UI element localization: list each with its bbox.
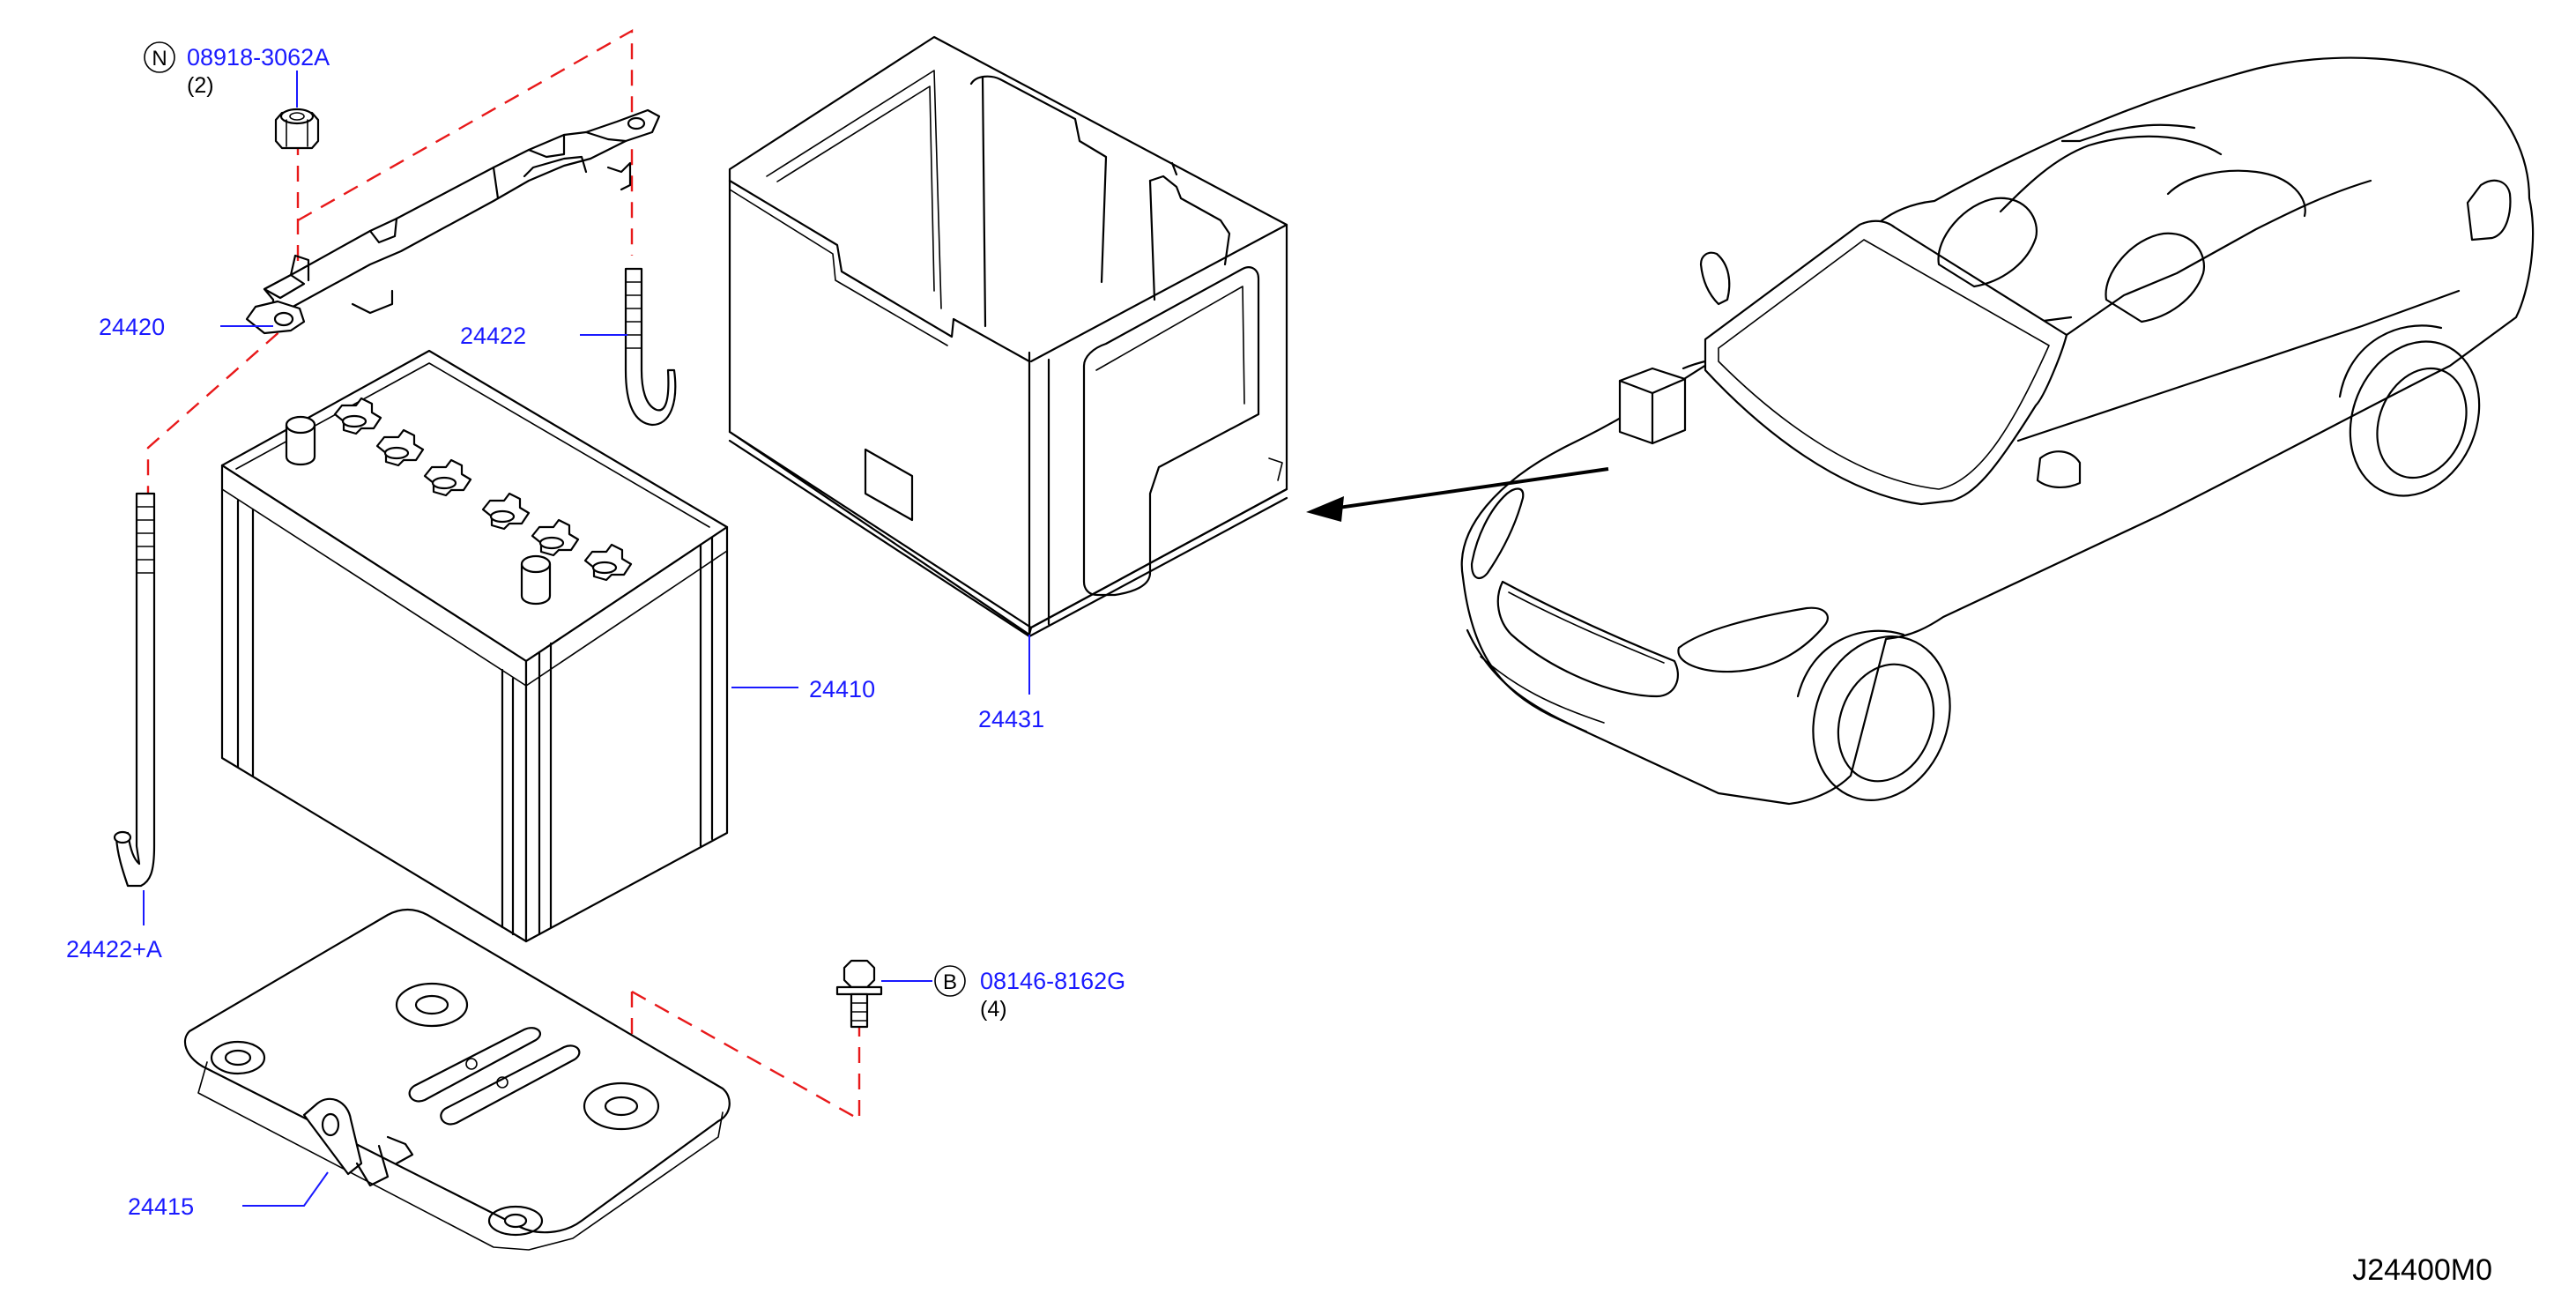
battery-frame-drawing <box>245 108 661 335</box>
rod-left-drawing <box>113 492 156 888</box>
rod-right-part-number[interactable]: 24422 <box>460 323 526 349</box>
nut-prefix-circle <box>144 41 175 73</box>
location-arrow <box>1306 467 1609 522</box>
nut-drawing <box>274 108 320 150</box>
bolt-drawing <box>835 959 883 1029</box>
cover-part-number[interactable]: 24431 <box>978 706 1044 732</box>
bolt-prefix: B <box>943 970 957 994</box>
bolt-part-number[interactable]: 08146-8162G <box>980 968 1125 994</box>
battery-drawing <box>220 349 729 943</box>
battery-part-number[interactable]: 24410 <box>809 676 875 702</box>
bolt-quantity: (4) <box>980 997 1007 1022</box>
diagram-code: J24400M0 <box>2352 1253 2492 1287</box>
tray-part-number[interactable]: 24415 <box>128 1193 194 1220</box>
nut-quantity: (2) <box>187 73 214 98</box>
vehicle-drawing <box>1460 56 2535 806</box>
bolt-prefix-circle <box>934 965 966 997</box>
battery-cover-drawing <box>728 35 1288 638</box>
tray-leader <box>242 1171 329 1207</box>
nut-prefix: N <box>152 47 167 71</box>
nut-part-number[interactable]: 08918-3062A <box>187 44 330 71</box>
battery-tray-drawing <box>183 908 731 1251</box>
rod-right-drawing <box>624 267 677 427</box>
rod-left-part-number[interactable]: 24422+A <box>66 936 162 962</box>
frame-part-number[interactable]: 24420 <box>99 314 165 340</box>
